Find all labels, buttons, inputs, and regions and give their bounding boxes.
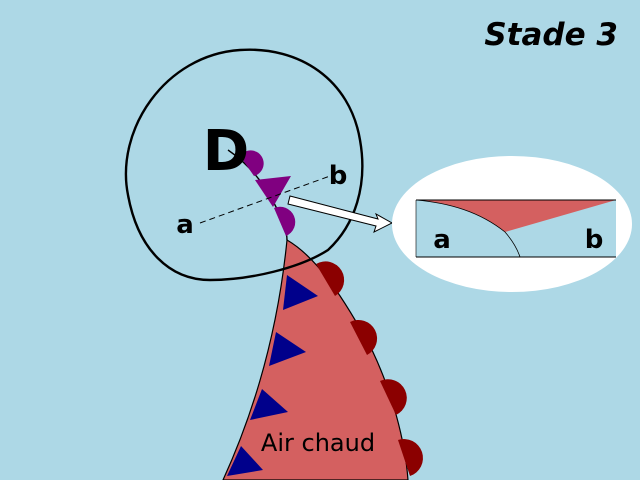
inset-a-label: a bbox=[433, 225, 451, 255]
point-b-label: b bbox=[329, 161, 348, 191]
occluded-triangle bbox=[255, 176, 291, 207]
warm-front-semicircle bbox=[350, 319, 378, 355]
low-pressure-label: D bbox=[203, 119, 249, 184]
warm-front-semicircle bbox=[316, 261, 345, 296]
occluded-front-symbols bbox=[240, 150, 296, 236]
cold-front-triangle bbox=[250, 389, 288, 420]
warm-front-symbols bbox=[316, 261, 423, 476]
cold-front-triangle bbox=[269, 332, 306, 366]
warm-air-label: Air chaud bbox=[261, 429, 375, 457]
cold-front-symbols bbox=[227, 275, 318, 476]
cold-front-triangle bbox=[227, 446, 263, 476]
warm-front-semicircle bbox=[380, 379, 407, 415]
occluded-semicircle bbox=[240, 150, 264, 176]
warm-front-semicircle bbox=[398, 439, 423, 476]
inset-cold-boundary bbox=[415, 199, 521, 258]
stage-title: Stade 3 bbox=[484, 17, 618, 53]
cold-front-triangle bbox=[283, 275, 318, 310]
point-a-label: a bbox=[176, 210, 194, 240]
cross-section-line bbox=[199, 175, 331, 224]
zoom-arrow bbox=[287, 195, 394, 233]
low-pressure-contour bbox=[124, 48, 364, 282]
occluded-semicircle bbox=[274, 206, 296, 236]
inset-warm-air bbox=[416, 200, 616, 232]
inset-b-label: b bbox=[585, 225, 604, 255]
